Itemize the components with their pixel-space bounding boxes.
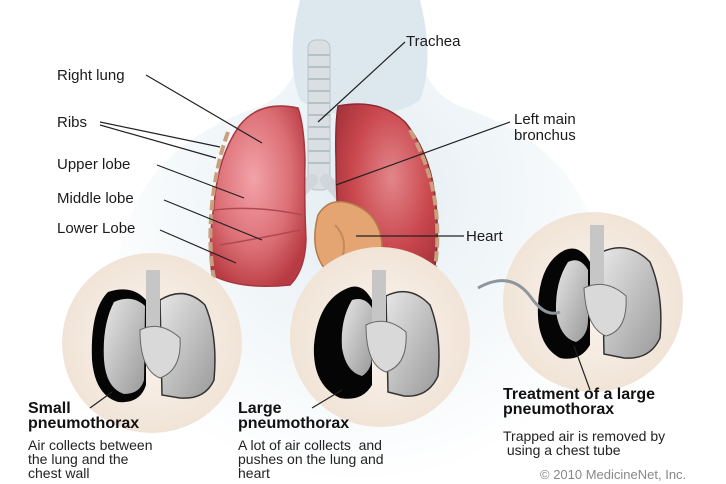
label-left-main-bronchus: Left main bronchus xyxy=(514,112,576,144)
panel-small-title: Small pneumothorax xyxy=(28,401,139,431)
label-ribs: Ribs xyxy=(57,115,87,131)
label-lower-lobe: Lower Lobe xyxy=(57,221,135,237)
panel-small-description: Air collects between the lung and the ch… xyxy=(28,438,153,480)
label-right-lung: Right lung xyxy=(57,68,125,84)
label-upper-lobe: Upper lobe xyxy=(57,157,130,173)
copyright-notice: © 2010 MedicineNet, Inc. xyxy=(540,467,686,482)
label-trachea: Trachea xyxy=(406,34,460,50)
panel-treatment-title: Treatment of a large pneumothorax xyxy=(503,387,655,417)
panel-large-description: A lot of air collects and pushes on the … xyxy=(238,438,384,480)
panel-large-title: Large pneumothorax xyxy=(238,401,349,431)
label-heart: Heart xyxy=(466,229,503,245)
panel-large-circle xyxy=(290,247,470,427)
panel-treatment-description: Trapped air is removed by using a chest … xyxy=(503,429,665,457)
label-middle-lobe: Middle lobe xyxy=(57,191,134,207)
